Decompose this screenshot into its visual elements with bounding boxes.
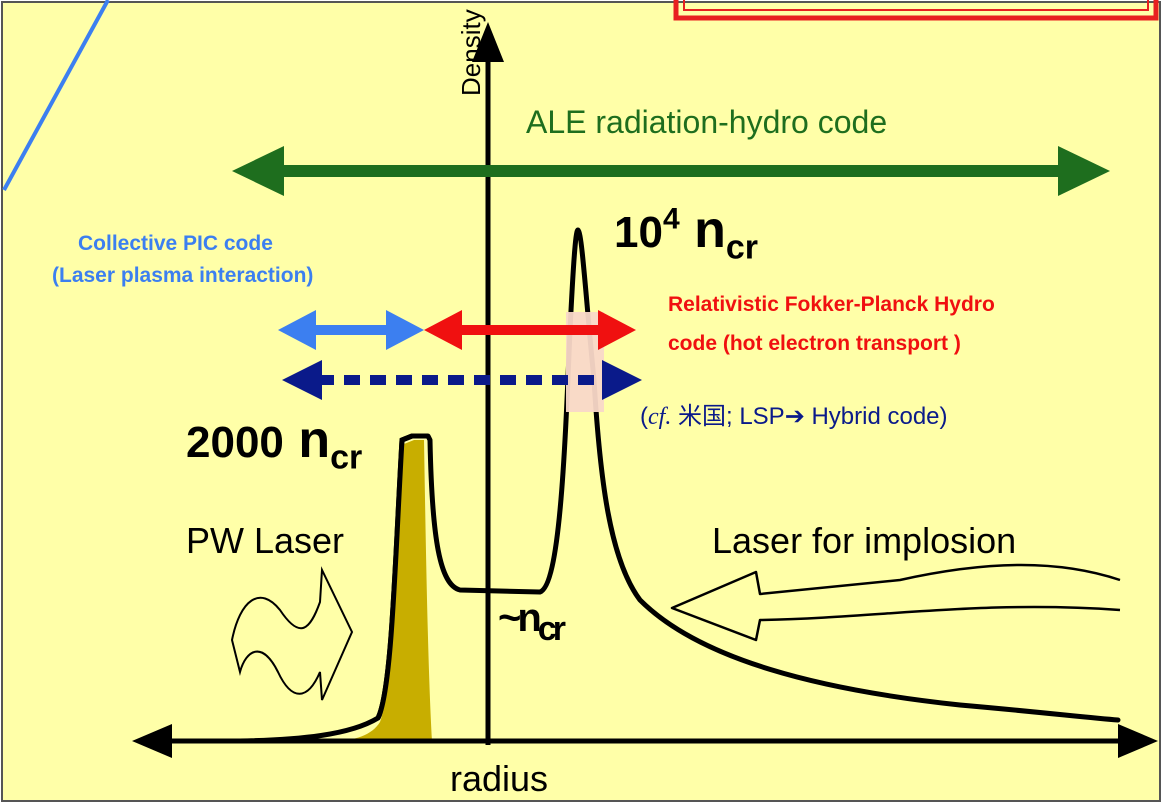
peak-density-exp: 4 <box>662 202 680 236</box>
y-axis-label: Density <box>456 9 486 96</box>
cf-rest: 米国; LSP➔ Hybrid code) <box>671 403 948 430</box>
pw-density-value: 2000 <box>186 418 284 467</box>
pw-density-sub: cr <box>330 438 363 477</box>
pic-arrow-left-head <box>278 310 316 350</box>
pw-density-n: n <box>283 411 331 469</box>
cf-open: ( <box>640 403 648 430</box>
fokker-code-label-line1: Relativistic Fokker-Planck Hydro <box>668 293 995 316</box>
fokker-arrow-right-head <box>598 310 636 350</box>
pic-arrow-right-head <box>386 310 424 350</box>
peak-density-sub: cr <box>725 228 758 267</box>
blue-connector-line <box>2 0 110 191</box>
x-axis-left-arrowhead <box>132 724 172 758</box>
ale-arrow-right-head <box>1058 146 1110 196</box>
crit-tilde: ~n <box>498 596 542 640</box>
pic-code-label-line2: (Laser plasma interaction) <box>52 264 314 287</box>
pw-laser-edge <box>375 433 428 720</box>
pw-laser-arrow-shape <box>230 566 354 701</box>
hybrid-code-label: (cf. 米国; LSP➔ Hybrid code) <box>640 396 948 431</box>
peak-density-label: 104 ncr <box>614 200 758 267</box>
implosion-laser-arrow-shape <box>670 563 1121 642</box>
peak-density-n: n <box>679 201 726 259</box>
fokker-arrow-left-head <box>424 310 462 350</box>
ale-code-label: ALE radiation-hydro code <box>526 104 888 140</box>
y-axis-arrowhead <box>472 22 504 62</box>
ale-arrow-left-head <box>232 146 284 196</box>
pw-laser-label: PW Laser <box>186 520 345 561</box>
implosion-laser-label: Laser for implosion <box>712 520 1017 561</box>
x-axis-right-arrowhead <box>1118 724 1158 758</box>
x-axis-label: radius <box>450 758 549 799</box>
red-box-inner <box>683 0 1149 11</box>
peak-density-base: 10 <box>614 208 663 257</box>
critical-density-label: ~ncr <box>498 596 566 649</box>
pic-code-label-line1: Collective PIC code <box>78 232 273 255</box>
hybrid-arrow-left-head <box>282 360 322 400</box>
fokker-code-label-line2: code (hot electron transport ) <box>668 332 961 355</box>
crit-sub: cr <box>537 610 566 648</box>
hybrid-arrow-right-head <box>602 360 642 400</box>
pw-density-label: 2000 ncr <box>186 410 362 477</box>
pw-laser-fill <box>332 440 432 741</box>
red-box-top <box>673 0 1159 21</box>
cf-italic: cf. <box>648 404 672 430</box>
